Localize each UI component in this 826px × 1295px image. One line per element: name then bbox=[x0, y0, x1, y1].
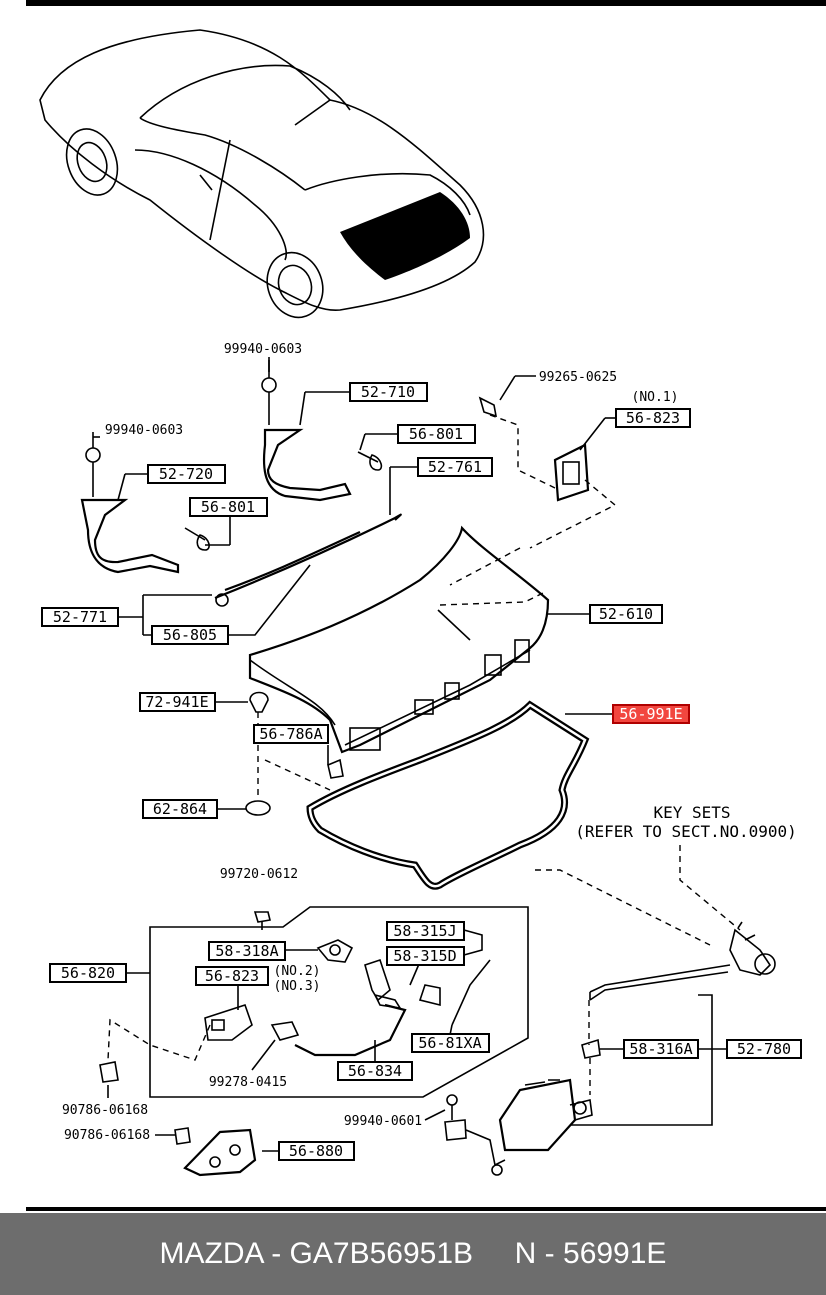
label-58-318A[interactable]: 58-318A bbox=[208, 941, 286, 961]
label-58-316A[interactable]: 58-316A bbox=[623, 1039, 699, 1059]
svg-text:56-81XA: 56-81XA bbox=[418, 1034, 481, 1052]
note-no2: (NO.2) bbox=[274, 964, 321, 979]
fastener-99940-0603-left: 99940-0603 bbox=[105, 423, 183, 438]
fastener-99720-0612: 99720-0612 bbox=[220, 867, 298, 882]
fastener-90786-06168-upper: 90786-06168 bbox=[62, 1103, 148, 1118]
label-58-315J[interactable]: 58-315J bbox=[386, 921, 465, 941]
top-rule bbox=[26, 0, 826, 6]
svg-text:56-786A: 56-786A bbox=[259, 725, 322, 743]
label-52-761[interactable]: 52-761 bbox=[417, 457, 493, 477]
svg-text:56-823: 56-823 bbox=[205, 967, 259, 985]
part-labels: 52-710 56-801 52-720 56-801 52-761 56-82… bbox=[41, 382, 802, 1161]
svg-text:58-315J: 58-315J bbox=[393, 922, 456, 940]
label-56-786A[interactable]: 56-786A bbox=[253, 724, 329, 744]
lock-actuator bbox=[444, 1078, 593, 1176]
label-56-805[interactable]: 56-805 bbox=[151, 625, 229, 645]
svg-text:56-801: 56-801 bbox=[409, 425, 463, 443]
svg-text:52-720: 52-720 bbox=[159, 465, 213, 483]
lower-bracket bbox=[174, 1127, 257, 1177]
fastener-99940-0601: 99940-0601 bbox=[344, 1114, 422, 1129]
footer-caption: MAZDA - GA7B56951B N - 56991E bbox=[159, 1237, 667, 1270]
weatherstrip-seal bbox=[306, 700, 590, 890]
label-56-834[interactable]: 56-834 bbox=[337, 1061, 413, 1081]
label-56-991E-highlighted[interactable]: 56-991E bbox=[612, 704, 690, 724]
svg-text:58-316A: 58-316A bbox=[629, 1040, 692, 1058]
key-cylinder bbox=[729, 921, 776, 976]
svg-text:58-315D: 58-315D bbox=[393, 947, 456, 965]
hinge-left bbox=[80, 432, 180, 574]
svg-text:56-834: 56-834 bbox=[348, 1062, 402, 1080]
svg-text:52-761: 52-761 bbox=[428, 458, 482, 476]
bracket-no1 bbox=[478, 396, 590, 502]
svg-text:52-610: 52-610 bbox=[599, 605, 653, 623]
label-56-823-no23[interactable]: 56-823 bbox=[195, 966, 269, 986]
label-52-710[interactable]: 52-710 bbox=[349, 382, 428, 402]
label-56-81XA[interactable]: 56-81XA bbox=[411, 1033, 490, 1053]
svg-text:56-880: 56-880 bbox=[289, 1142, 343, 1160]
diagram-notes: (NO.1) (NO.2) (NO.3) KEY SETS (REFER TO … bbox=[274, 390, 797, 994]
svg-text:56-820: 56-820 bbox=[61, 964, 115, 982]
leader-lines bbox=[93, 357, 727, 1152]
fastener-99940-0603-upper: 99940-0603 bbox=[224, 342, 302, 357]
label-56-801-lower[interactable]: 56-801 bbox=[189, 497, 268, 517]
latch-group bbox=[99, 906, 529, 1098]
note-no1: (NO.1) bbox=[632, 390, 679, 405]
svg-text:52-710: 52-710 bbox=[361, 383, 415, 401]
svg-text:62-864: 62-864 bbox=[153, 800, 207, 818]
svg-text:72-941E: 72-941E bbox=[145, 693, 208, 711]
parts-diagram: 52-710 56-801 52-720 56-801 52-761 56-82… bbox=[39, 29, 802, 1177]
label-58-315D[interactable]: 58-315D bbox=[386, 946, 465, 966]
fastener-99278-0415: 99278-0415 bbox=[209, 1075, 287, 1090]
note-no3: (NO.3) bbox=[274, 979, 321, 994]
footer-rule bbox=[26, 1207, 826, 1211]
label-56-801-upper[interactable]: 56-801 bbox=[397, 424, 476, 444]
label-62-864[interactable]: 62-864 bbox=[142, 799, 218, 819]
fastener-numbers: 99940-0603 99940-0603 99265-0625 99720-0… bbox=[62, 342, 617, 1143]
svg-text:56-805: 56-805 bbox=[163, 626, 217, 644]
trunk-lid bbox=[248, 525, 550, 754]
svg-text:56-801: 56-801 bbox=[201, 498, 255, 516]
label-52-771[interactable]: 52-771 bbox=[41, 607, 119, 627]
hinge-right bbox=[261, 360, 352, 502]
svg-text:56-991E: 56-991E bbox=[619, 705, 682, 723]
fastener-99265-0625: 99265-0625 bbox=[539, 370, 617, 385]
label-52-610[interactable]: 52-610 bbox=[589, 604, 663, 624]
label-52-720[interactable]: 52-720 bbox=[147, 464, 226, 484]
label-56-823-no1[interactable]: 56-823 bbox=[615, 408, 691, 428]
svg-text:56-823: 56-823 bbox=[626, 409, 680, 427]
footer-bar: MAZDA - GA7B56951B N - 56991E bbox=[0, 1213, 826, 1295]
svg-text:52-780: 52-780 bbox=[737, 1040, 791, 1058]
bumper-stoppers bbox=[184, 451, 383, 551]
svg-text:52-771: 52-771 bbox=[53, 608, 107, 626]
torsion-rods bbox=[214, 513, 402, 607]
label-52-780[interactable]: 52-780 bbox=[726, 1039, 802, 1059]
label-56-820[interactable]: 56-820 bbox=[49, 963, 127, 983]
car-illustration bbox=[39, 29, 485, 319]
note-key-sets: KEY SETS bbox=[653, 803, 730, 822]
svg-text:58-318A: 58-318A bbox=[215, 942, 278, 960]
fastener-90786-06168-lower: 90786-06168 bbox=[64, 1128, 150, 1143]
label-72-941E[interactable]: 72-941E bbox=[139, 692, 216, 712]
note-key-sets-reference: (REFER TO SECT.NO.0900) bbox=[575, 822, 797, 841]
label-56-880[interactable]: 56-880 bbox=[278, 1141, 355, 1161]
